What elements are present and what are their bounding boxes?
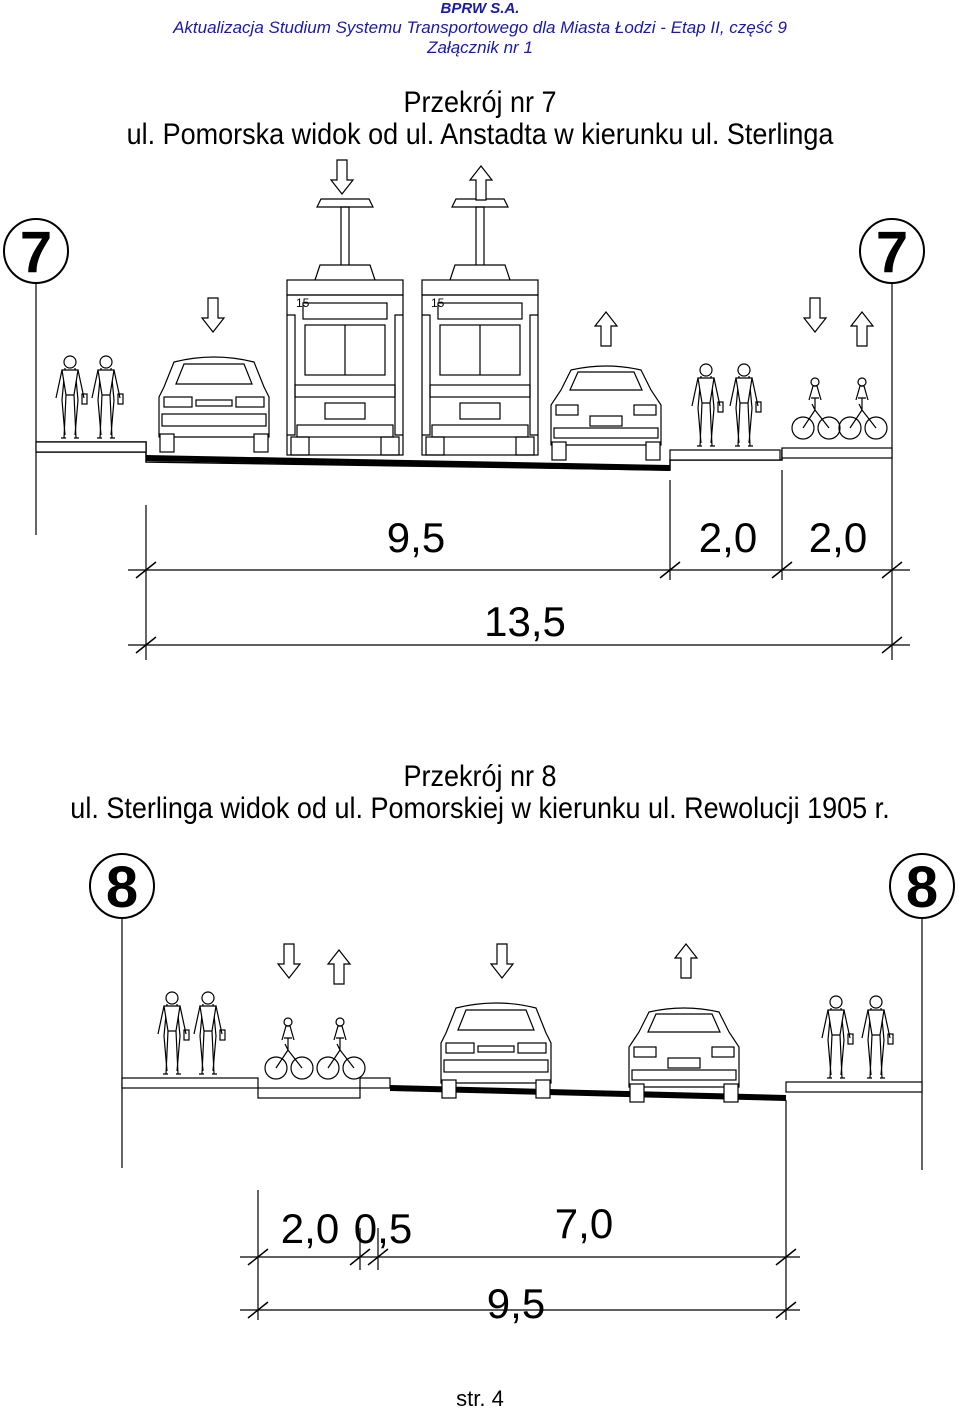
section7-marker-left-label: 7 [20,220,52,285]
dim-roadway-7: 9,5 [387,514,445,561]
arrow-down-icon [201,297,225,333]
section8-drawing: 8 8 2,0 0, [89,853,955,1327]
section7-subtitle: ul. Pomorska widok od ul. Anstadta w kie… [126,118,834,151]
dim-walk-8: 2,0 [281,1205,339,1252]
header-annex: Załącznik nr 1 [427,38,533,57]
car-front-icon [158,356,270,453]
arrow-down-icon [490,943,514,979]
arrow-up-icon [674,943,698,979]
tram-route-number: 15 [296,296,310,310]
dim-sep-8: 0,5 [354,1205,412,1252]
arrow-down-icon [277,943,301,979]
dim-bike-7: 2,0 [809,514,867,561]
section8-title: Przekrój nr 8 [403,760,557,793]
pedestrian-icon [55,355,88,439]
pedestrian-icon [861,995,894,1079]
tram-route-number: 15 [431,296,445,310]
arrow-down-icon [330,159,354,195]
page-number: str. 4 [456,1386,504,1410]
dim-total-7: 13,5 [484,598,566,645]
arrow-up-icon [327,949,351,985]
pedestrian-icon [821,995,854,1079]
bicycle-icon [838,377,888,440]
bicycle-icon [264,1017,314,1080]
bicycle-icon [791,377,841,440]
arrow-up-icon [594,311,618,347]
pedestrian-icon [729,363,762,447]
pedestrian-icon [157,991,190,1075]
pedestrian-icon [91,355,124,439]
arrow-down-icon [803,297,827,333]
dim-walk-7: 2,0 [699,514,757,561]
pedestrian-icon [691,363,724,447]
header-company: BPRW S.A. [440,0,520,17]
header-study: Aktualizacja Studium Systemu Transportow… [173,18,787,37]
section7-title: Przekrój nr 7 [403,86,557,119]
bicycle-icon [316,1017,366,1080]
car-rear-icon [550,365,662,461]
section8-marker-right-label: 8 [906,855,938,920]
dim-total-8: 9,5 [487,1280,545,1327]
car-front-icon [440,1002,552,1099]
section7-drawing: 7 7 15 15 [3,159,925,660]
section7-marker-right-label: 7 [876,220,908,285]
dim-roadway-8: 7,0 [555,1200,613,1247]
pedestrian-icon [193,991,226,1075]
tram-icon [421,198,539,456]
section8-marker-left-label: 8 [106,855,138,920]
car-rear-icon [628,1007,740,1103]
tram-icon [286,198,404,456]
arrow-up-icon [850,311,874,347]
section8-subtitle: ul. Sterlinga widok od ul. Pomorskiej w … [70,792,890,825]
arrow-up-icon [469,165,493,201]
